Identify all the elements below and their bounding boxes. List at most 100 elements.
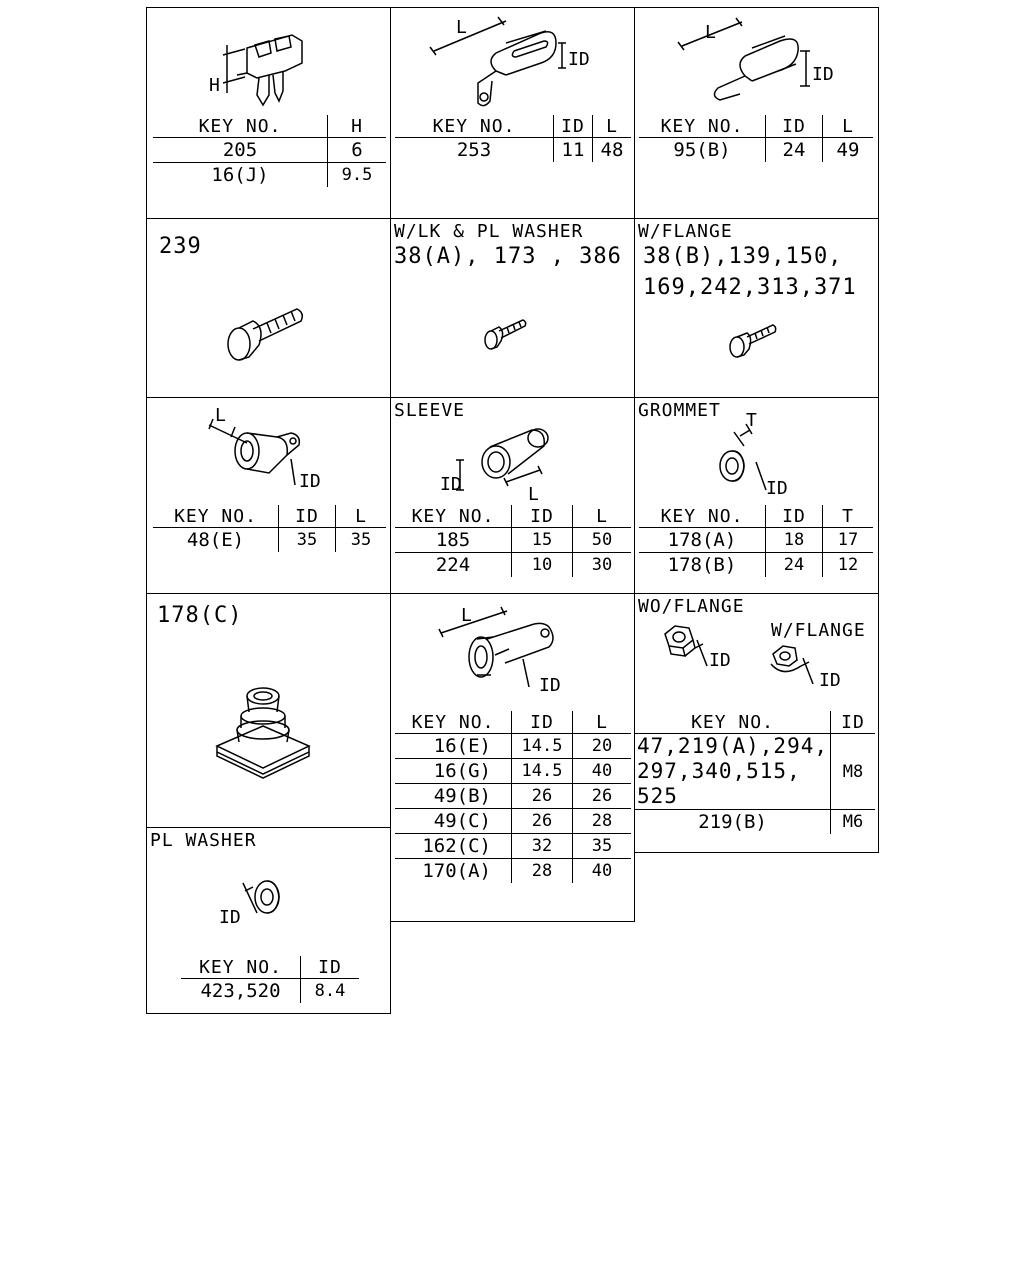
nut-without-flange-illustration: ID (664, 625, 731, 671)
section-title: WO/FLANGE (638, 596, 745, 617)
t-dimension-label: T (746, 410, 757, 431)
id-dimension-label: ID (709, 650, 731, 671)
cell-bolt-239: 239 (146, 218, 391, 398)
col-l: L (822, 115, 873, 138)
l-dimension-label: L (461, 605, 472, 626)
section-subtitle: W/FLANGE (771, 620, 866, 641)
col-key-no: KEY NO. (395, 711, 512, 734)
col-key-no: KEY NO. (181, 956, 301, 979)
col-l: L (592, 115, 631, 138)
id-dimension-label: ID (219, 907, 241, 928)
section-title: PL WASHER (150, 830, 257, 851)
col-key-no: KEY NO. (639, 505, 766, 528)
grommet-illustration: T ID (719, 410, 788, 499)
section-title: W/FLANGE (638, 221, 733, 242)
id-dimension-label: ID (440, 474, 462, 495)
col-id: ID (830, 711, 875, 734)
id-dimension-label: ID (766, 478, 788, 499)
col-id: ID (511, 505, 573, 528)
key-number-line: 525 (637, 784, 678, 808)
l-dimension-label: L (705, 22, 716, 43)
col-l: L (572, 505, 631, 528)
key-number-line: 47,219(A),294, (637, 734, 829, 758)
nut-with-flange-illustration: ID (770, 645, 841, 691)
bolt-with-washer-illustration (484, 319, 527, 350)
key-number-label: 239 (159, 234, 202, 259)
table-row: 16(J)9.5 (153, 162, 386, 187)
col-l: L (335, 505, 386, 528)
col-id: ID (553, 115, 593, 138)
col-key-no: KEY NO. (153, 115, 328, 138)
push-clip-illustration: H (209, 34, 303, 107)
l-dimension-label: L (456, 17, 467, 38)
key-number-list-line2: 169,242,313,371 (643, 275, 857, 300)
section-title: W/LK & PL WASHER (394, 221, 584, 242)
col-id: ID (765, 115, 823, 138)
cell-nuts: WO/FLANGE W/FLANGE ID ID KEY NO.ID 47,21… (634, 593, 879, 853)
spec-table: KEY NO.ID 47,219(A),294, 297,340,515, 52… (635, 711, 875, 834)
col-key-no: KEY NO. (635, 711, 831, 734)
l-dimension-label: L (528, 484, 539, 505)
col-key-no: KEY NO. (639, 115, 766, 138)
col-key-no: KEY NO. (395, 115, 554, 138)
tube-clamp-illustration: L ID (429, 16, 590, 107)
col-id: ID (278, 505, 336, 528)
col-id: ID (511, 711, 573, 734)
rubber-boot-illustration (215, 687, 311, 779)
sleeve-illustration: ID L (440, 428, 549, 505)
table-row: 219(B)M6 (635, 809, 875, 834)
id-dimension-label: ID (539, 675, 561, 696)
section-title: GROMMET (638, 400, 721, 421)
cushion-clamp-illustration: L ID (208, 405, 321, 492)
tube-clamp-illustration: L ID (677, 17, 834, 101)
section-title: SLEEVE (394, 400, 466, 421)
id-dimension-label: ID (819, 670, 841, 691)
col-key-no: KEY NO. (153, 505, 279, 528)
col-key-no: KEY NO. (395, 505, 512, 528)
col-t: T (822, 505, 873, 528)
col-id: ID (300, 956, 359, 979)
col-h: H (327, 115, 386, 138)
id-dimension-label: ID (568, 49, 590, 70)
id-dimension-label: ID (812, 64, 834, 85)
h-dimension-label: H (209, 75, 220, 96)
id-dimension-label: ID (299, 471, 321, 492)
plain-washer-illustration: ID (219, 880, 280, 928)
flange-bolt-illustration (729, 324, 777, 358)
key-number-list-line1: 38(B),139,150, (643, 244, 843, 269)
l-dimension-label: L (215, 405, 226, 426)
table-row: 47,219(A),294, 297,340,515, 525 M8 (635, 733, 875, 810)
cell-bolt-washer: W/LK & PL WASHER 38(A), 173 , 386 (390, 218, 635, 398)
col-l: L (572, 711, 631, 734)
cell-bolt-flange: W/FLANGE 38(B),139,150, 169,242,313,371 (634, 218, 879, 398)
col-id: ID (765, 505, 823, 528)
key-number-label: 178(C) (157, 603, 243, 628)
